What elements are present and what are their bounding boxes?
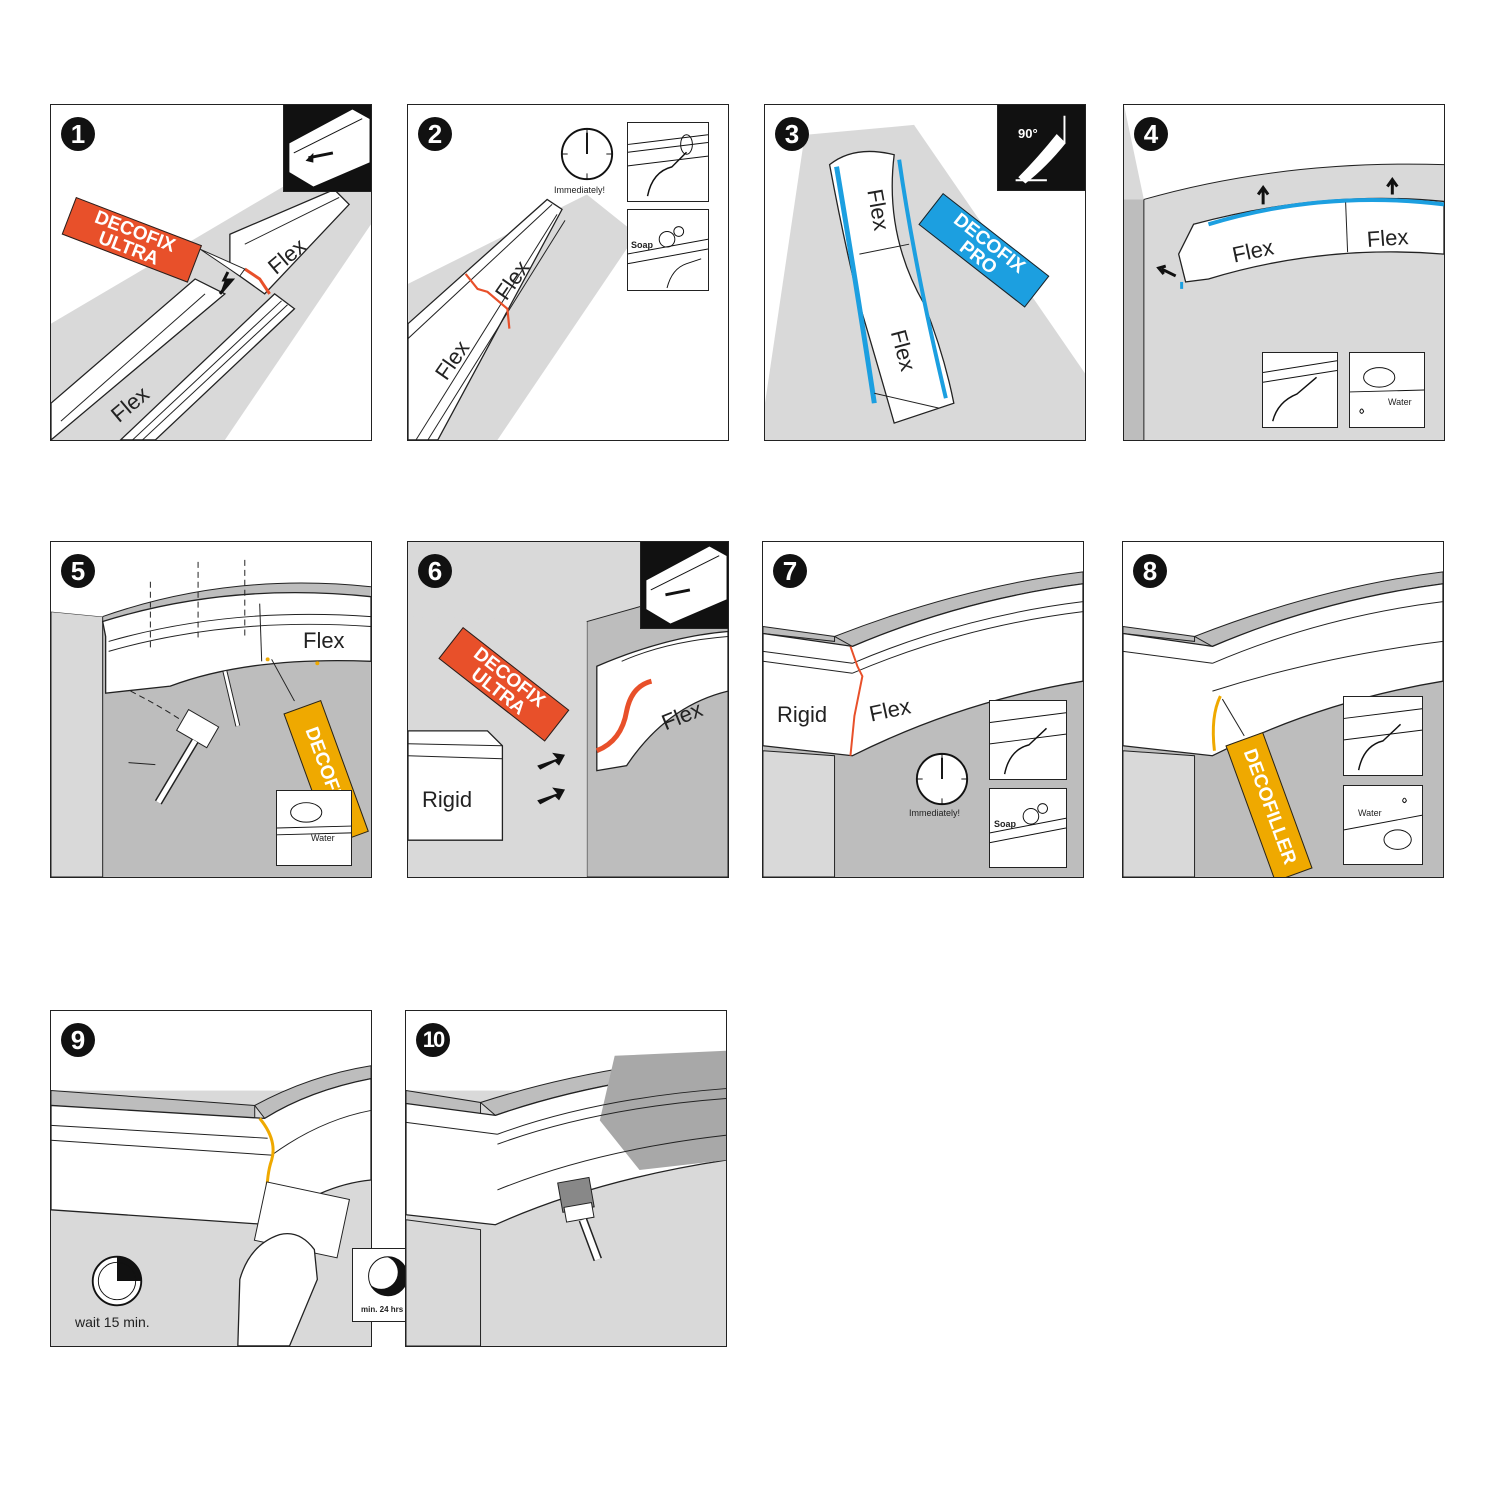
sponge-icon [1349, 367, 1425, 414]
water-label: Water [1358, 808, 1382, 818]
step-5-panel: DECOFILL Water 5 Flex [50, 541, 372, 878]
step-1-number: 1 [61, 117, 95, 151]
clock-icon [915, 752, 969, 806]
dry-time-box: min. 24 hrs [352, 1248, 426, 1322]
soap-label: Soap [631, 240, 654, 250]
corner-join-icon [645, 545, 728, 625]
step-5-inset-water: Water [276, 790, 352, 866]
step-3-angle-inset: 90° [997, 105, 1085, 191]
rigid-label: Rigid [422, 787, 473, 812]
soap-label: Soap [994, 819, 1017, 829]
soap-icon [627, 226, 709, 289]
flex-label: Flex [303, 628, 345, 653]
water-label: Water [1388, 397, 1412, 407]
step-7-inset-soap: Soap [989, 788, 1067, 868]
step-8-panel: DECOFILLER Water 8 [1122, 541, 1444, 878]
step-4-panel: Water 4 Flex Flex [1123, 104, 1445, 441]
step-7-panel: Immediately! Soap 7 Rigid Flex [762, 541, 1084, 878]
soap-icon [989, 803, 1067, 844]
corner-join-icon [288, 108, 371, 188]
step-1-illustration [51, 134, 371, 440]
step-4-number: 4 [1134, 117, 1168, 151]
wait-label: wait 15 min. [75, 1314, 150, 1330]
step-8-inset-knife [1343, 696, 1423, 776]
step-6-number: 6 [418, 554, 452, 588]
clock-icon [560, 127, 614, 181]
step-2-illustration [408, 194, 637, 440]
step-8-inset-water: Water [1343, 785, 1423, 865]
step-9-panel: wait 15 min. 9 [50, 1010, 372, 1347]
immediately-label: Immediately! [909, 808, 961, 818]
scrape-icon [1262, 360, 1338, 422]
moon-clock-icon [364, 1255, 408, 1297]
step-3-number: 3 [775, 117, 809, 151]
flex-label-right: Flex [1366, 224, 1410, 252]
water-label: Water [311, 833, 335, 843]
step-10-illustration [406, 1011, 726, 1346]
scrape-icon [1343, 708, 1423, 771]
step-3-illustration [765, 124, 1085, 440]
step-2-panel: Immediately! Soap 2 Flex Flex [407, 104, 729, 441]
rigid-label: Rigid [777, 702, 828, 727]
step-10-number: 10 [416, 1023, 450, 1057]
step-2-number: 2 [418, 117, 452, 151]
step-6-illustration [408, 542, 728, 877]
step-7-inset-knife [989, 700, 1067, 780]
immediately-label: Immediately! [554, 185, 606, 195]
dry-time-label: min. 24 hrs [361, 1305, 404, 1314]
sponge-icon [1343, 797, 1423, 850]
step-1-detail-inset [283, 105, 371, 192]
step-3-panel: 90° DECOFIX PRO 3 Flex Flex [764, 104, 1086, 441]
step-9-number: 9 [61, 1023, 95, 1057]
timer-15-icon [91, 1255, 143, 1307]
step-2-inset-soap: Soap [627, 209, 709, 291]
step-6-detail-inset [640, 542, 728, 629]
step-4-inset-knife [1262, 352, 1338, 428]
angle-icon [1015, 115, 1068, 185]
step-8-number: 8 [1133, 554, 1167, 588]
step-10-panel: 10 [405, 1010, 727, 1347]
step-7-number: 7 [773, 554, 807, 588]
step-1-panel: DECOFIX ULTRA 1 Flex Flex [50, 104, 372, 441]
angle-label: 90° [1018, 126, 1038, 141]
step-5-number: 5 [61, 554, 95, 588]
scrape-icon [627, 134, 709, 197]
step-2-inset-knife [627, 122, 709, 202]
step-6-panel: DECOFIX ULTRA 6 Flex Rigid [407, 541, 729, 878]
sponge-icon [276, 802, 352, 836]
scrape-icon [989, 712, 1067, 775]
step-4-inset-water: Water [1349, 352, 1425, 428]
